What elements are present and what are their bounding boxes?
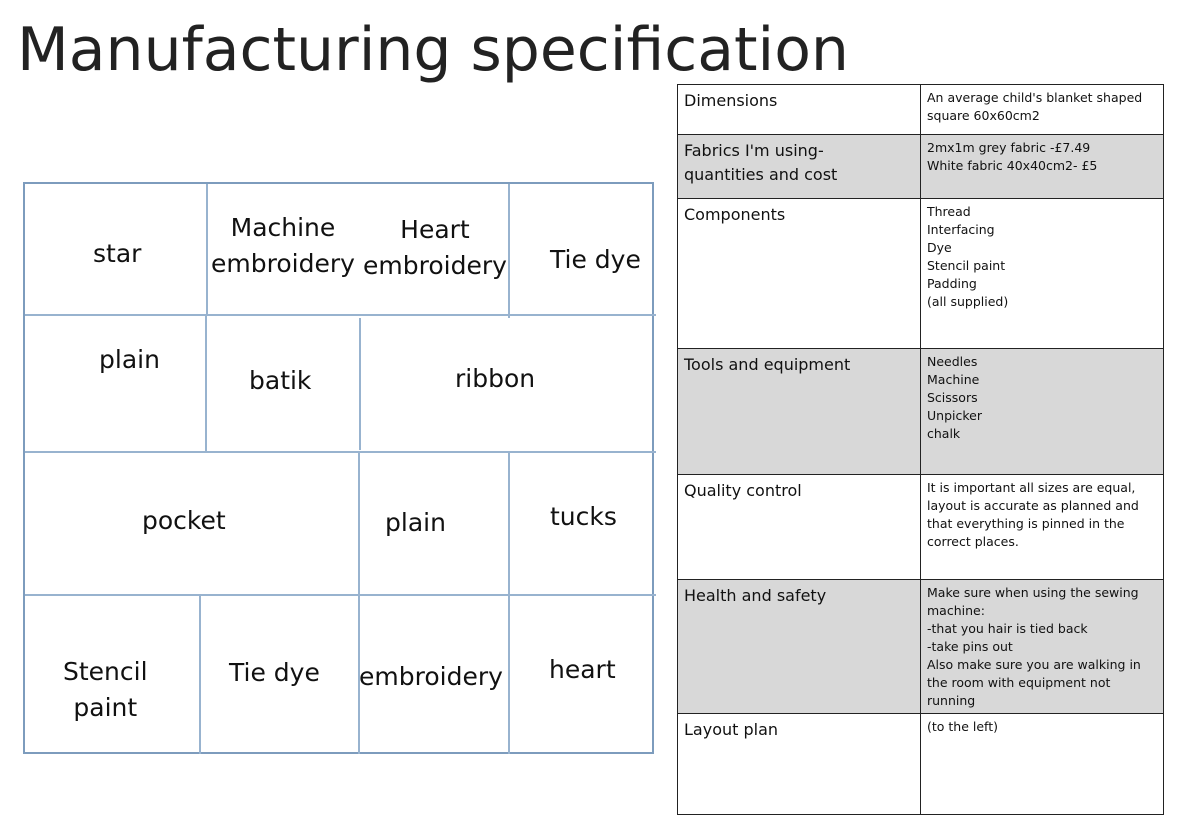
spec-label: Fabrics I'm using- quantities and cost [677,134,921,199]
label-stencil-paint: Stencil paint [63,657,148,722]
label-machine-embroidery: Machine embroidery [211,213,355,278]
specification-table: Dimensions An average child's blanket sh… [677,84,1164,815]
spec-row-tools: Tools and equipment Needles Machine Scis… [677,348,1164,475]
label-plain-mid: plain [385,508,446,537]
spec-label: Dimensions [677,84,921,135]
spec-label: Layout plan [677,713,921,815]
grid-line [508,595,510,754]
spec-value: It is important all sizes are equal, lay… [920,474,1164,580]
spec-row-components: Components Thread Interfacing Dye Stenci… [677,198,1164,349]
label-tucks: tucks [550,502,617,531]
spec-row-layout-plan: Layout plan (to the left) [677,713,1164,815]
grid-line [206,184,208,314]
grid-line [25,451,656,453]
spec-row-quality-control: Quality control It is important all size… [677,474,1164,580]
label-plain-top: plain [99,345,160,374]
grid-line [508,453,510,595]
page-title: Manufacturing specification [17,15,849,85]
spec-row-health-safety: Health and safety Make sure when using t… [677,579,1164,714]
grid-line [25,594,656,596]
spec-value: An average child's blanket shaped square… [920,84,1164,135]
grid-line [508,184,510,318]
grid-line [199,595,201,754]
label-tie-dye-bottom: Tie dye [229,658,320,687]
spec-label: Components [677,198,921,349]
spec-value: Thread Interfacing Dye Stencil paint Pad… [920,198,1164,349]
label-heart: heart [549,655,616,684]
spec-label: Health and safety [677,579,921,714]
spec-value: Needles Machine Scissors Unpicker chalk [920,348,1164,475]
layout-plan-grid: star Machine embroidery Heart embroidery… [23,182,656,754]
label-embroidery: embroidery [359,662,503,691]
label-heart-embroidery: Heart embroidery [363,215,507,280]
spec-label: Quality control [677,474,921,580]
spec-value: (to the left) [920,713,1164,815]
label-tie-dye-top: Tie dye [550,245,641,274]
spec-row-fabrics: Fabrics I'm using- quantities and cost 2… [677,134,1164,199]
label-pocket: pocket [142,506,226,535]
label-star: star [93,239,142,268]
grid-line [25,314,656,316]
spec-value: 2mx1m grey fabric -£7.49 White fabric 40… [920,134,1164,199]
label-batik: batik [249,366,312,395]
label-ribbon: ribbon [455,364,536,393]
grid-line [358,595,360,754]
grid-line [358,453,360,595]
grid-line [359,318,361,450]
spec-value: Make sure when using the sewing machine:… [920,579,1164,714]
spec-label: Tools and equipment [677,348,921,475]
grid-line [205,315,207,451]
spec-row-dimensions: Dimensions An average child's blanket sh… [677,84,1164,135]
